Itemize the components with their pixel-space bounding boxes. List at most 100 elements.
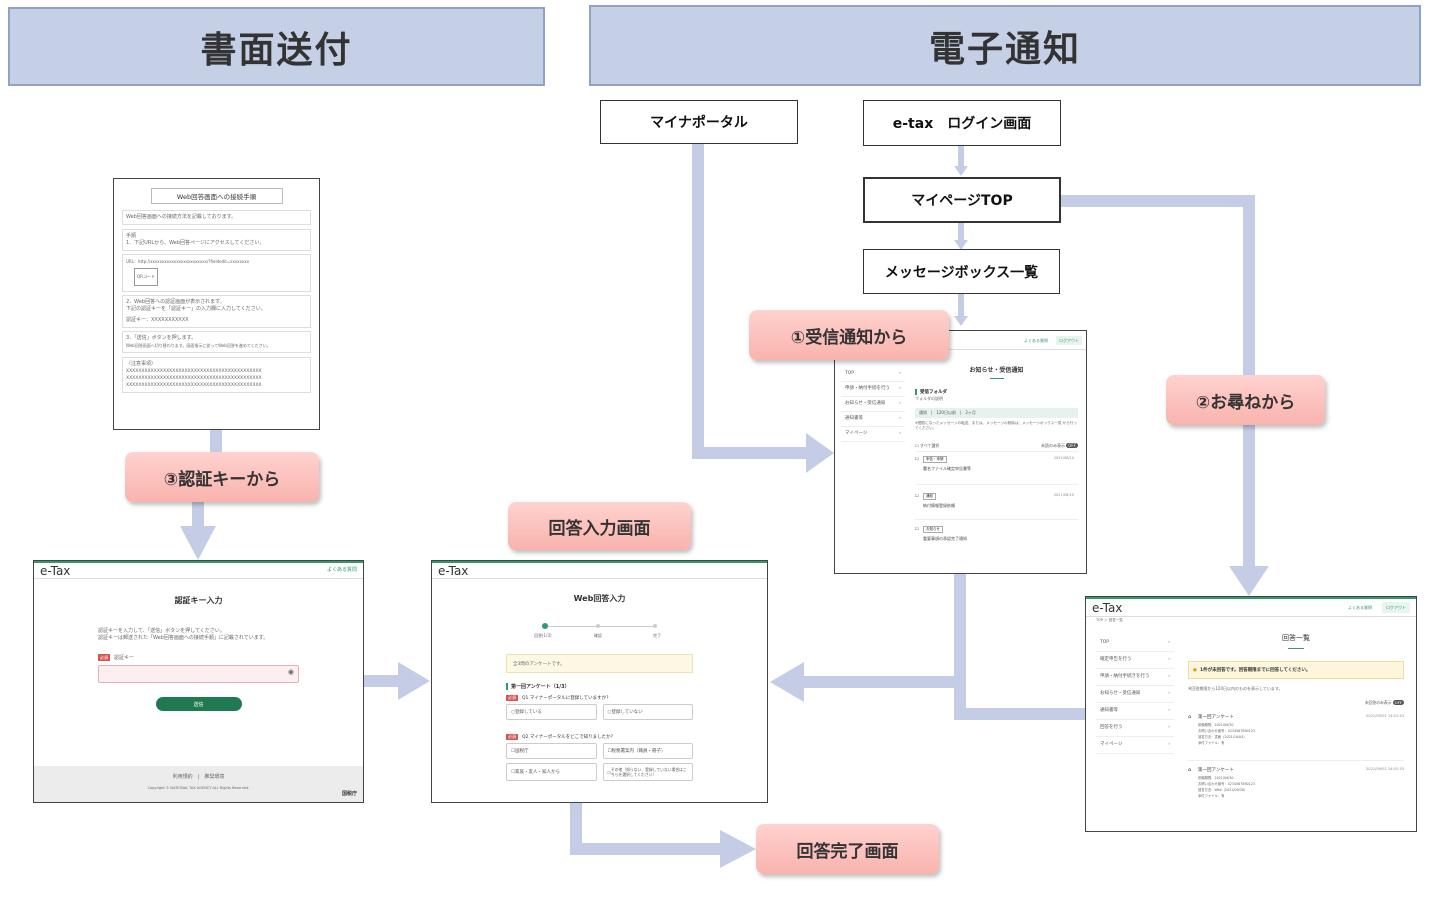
list-nav-item-5[interactable]: 回答を行う› [1096, 720, 1174, 737]
callout-answer-input-label: 回答入力画面 [548, 518, 651, 539]
progress-dot-3 [653, 624, 657, 628]
arrowhead-input-right [770, 662, 804, 702]
logout-button[interactable]: ログアウト [1056, 335, 1082, 345]
message-notice-screen: よくある質問 ログアウト TOP› 申請・納付手続を行う› お知らせ・受信通知›… [834, 330, 1087, 574]
row-checkbox-1[interactable]: ☐ [915, 493, 919, 498]
row-tag-2: お知らせ [923, 526, 943, 533]
node-etax-login-label: e-tax ログイン画面 [892, 116, 1032, 132]
arrow-input-to-complete [570, 803, 722, 855]
list-nav-item-1[interactable]: 確定申告を行う› [1096, 652, 1174, 669]
msg-nav-item-0[interactable]: TOP› [841, 367, 905, 382]
msg-title: お知らせ・受信通知 [969, 367, 1024, 374]
doc-step3b: Web回答画面へ切り替わります。画面指示に従ってWeb回答を進めてください。 [126, 343, 271, 348]
doc-step3: 3．「送信」ボタンを押します。 [126, 335, 197, 341]
list-nav-item-2[interactable]: 申請・納付手続きを行う› [1096, 669, 1174, 686]
arrowhead-auth-down [180, 526, 216, 560]
node-mypage-top: マイページTOP [863, 177, 1061, 223]
q2-options-row2: ☐ 家族・友人・知人から ☐ その他（知らない、登録していない場合はこちらを選択… [506, 763, 693, 781]
auth-field-label-row: 必須認証キー [98, 654, 299, 662]
logout-button[interactable]: ログアウト [1382, 602, 1410, 613]
unanswered-toggle-row[interactable]: 未回答のみ表示 OFF [1188, 700, 1404, 706]
doc-step2b: 下記の認証キーを「認証キー」の入力欄に入力してください。 [126, 306, 266, 312]
list-nav-item-6[interactable]: マイページ› [1096, 737, 1174, 754]
list-main: 回答一覧 ●1件が未回答です。回答期限までに回答してください。 ※回答期限から1… [1188, 633, 1404, 805]
msg-nav-item-2[interactable]: お知らせ・受信通知› [841, 397, 905, 412]
submit-button[interactable]: 送信 [155, 697, 242, 711]
faq-link[interactable]: よくある質問 [326, 567, 357, 573]
arrowhead-input-left [398, 662, 430, 700]
folder-tabs[interactable]: 通知 | 120日以前 | 2ヶ月 [915, 408, 1078, 418]
doc-step2-block: 2．Web回答への認証画面が表示されます。 下記の認証キーを「認証キー」の入力欄… [122, 295, 311, 328]
msg-row-0[interactable]: ☐ 申告・申請 署名ファイル確定申告書等 2021/08/10 [915, 452, 1078, 485]
doc-notes-heading: （注意事項） [126, 361, 157, 367]
unanswered-toggle[interactable]: OFF [1392, 700, 1404, 705]
warning-icon: ● [1193, 667, 1197, 673]
unanswered-alert-text: 1件が未回答です。回答期限までに回答してください。 [1199, 668, 1311, 673]
doc-url: URL：http://xxxxxxxxxxxxxxxxxxxxxxxx/?fie… [126, 259, 250, 264]
callout-from-inquiry: ②お尋ねから [1166, 375, 1325, 425]
row-text-1: 納付情報登録依頼 [923, 503, 955, 508]
folder-sub[interactable]: フォルダの説明 [915, 396, 943, 401]
list-nav-item-0[interactable]: TOP› [1096, 635, 1174, 652]
header-paper: 書面送付 [8, 7, 545, 86]
arrowhead-screen [954, 316, 968, 326]
q1-option-2[interactable]: ○ 登録していない [602, 704, 693, 720]
arrowhead-list [1229, 566, 1269, 596]
callout-from-inquiry-label: ②お尋ねから [1195, 392, 1296, 413]
msg-row-1[interactable]: ☐ 通知 納付情報登録依頼 2021/08/10 [915, 485, 1078, 520]
row-checkbox-2[interactable]: ☐ [915, 526, 919, 531]
lock-icon: ⌂ [1188, 767, 1192, 773]
list-topbar: e-Tax よくある質問 ログアウト [1086, 597, 1416, 617]
progress-step-1: 回答(1/3) [534, 633, 552, 638]
auth-field-label: 認証キー [114, 655, 135, 661]
msg-main: お知らせ・受信通知 受信フォルダ フォルダの説明 通知 | 120日以前 | 2… [915, 365, 1078, 550]
progress-steps: 回答(1/3) 確認 完了 [532, 616, 667, 646]
msg-nav-item-4[interactable]: マイページ› [841, 427, 905, 442]
select-all-checkbox[interactable]: ☐ すべて選択 [915, 443, 940, 448]
q2-option-4[interactable]: ☐ その他（知らない、登録していない場合はこちらを選択してください） [602, 763, 693, 781]
msg-row-2[interactable]: ☐ お知らせ 重要事項の承認完了通知 [915, 520, 1078, 550]
unread-toggle[interactable]: OFF [1066, 443, 1078, 448]
doc-url-block: URL：http://xxxxxxxxxxxxxxxxxxxxxxxx/?fie… [122, 254, 311, 292]
breadcrumb[interactable]: TOP ＞ 回答一覧 [1096, 618, 1123, 622]
agency-logo: 国税庁 [341, 791, 357, 797]
footer-links[interactable]: 利用規約 | 推奨環境 [172, 774, 225, 780]
section-title: 第一回アンケート（1/3） [506, 683, 693, 690]
msg-nav-item-1[interactable]: 申請・納付手続を行う› [841, 382, 905, 397]
node-message-box-label: メッセージボックス一覧 [884, 264, 1039, 281]
list-row-1[interactable]: ⌂ 第一回アンケート 2021/09/01 14:01:33 依頼期限：2021… [1188, 761, 1404, 805]
callout-from-key-label: ③認証キーから [163, 469, 281, 490]
unanswered-alert: ●1件が未回答です。回答期限までに回答してください。 [1188, 661, 1404, 679]
faq-link[interactable]: よくある質問 [1348, 605, 1372, 610]
progress-dot-1 [542, 623, 548, 629]
arrow-myna-to-messages [692, 143, 808, 459]
list-nav-item-3[interactable]: お知らせ・受信通知› [1096, 686, 1174, 703]
callout-answer-done-label: 回答完了画面 [796, 841, 899, 862]
q1-options: ○ 登録している ○ 登録していない [506, 704, 693, 720]
doc-step3-block: 3．「送信」ボタンを押します。 Web回答画面へ切り替わります。画面指示に従って… [122, 331, 311, 353]
header-digital-label: 電子通知 [928, 28, 1081, 70]
auth-key-input[interactable]: ◉ [98, 665, 299, 683]
msg-nav-item-3[interactable]: 通知書等› [841, 412, 905, 427]
answer-topbar: e-Tax [432, 561, 767, 579]
list-nav-item-4[interactable]: 通知書等› [1096, 703, 1174, 720]
callout-from-notice: ①受信通知から [749, 310, 949, 360]
row-checkbox-0[interactable]: ☐ [915, 456, 919, 461]
list-row-0[interactable]: ⌂ 第一回アンケート 2021/09/01 14:01:33 依頼期限：2021… [1188, 710, 1404, 761]
arrowhead-complete [720, 830, 756, 868]
q2-option-3[interactable]: ☐ 家族・友人・知人から [506, 763, 597, 781]
eye-toggle-icon[interactable]: ◉ [287, 668, 294, 676]
list-row-date-0: 2021/09/01 14:01:33 [1366, 714, 1404, 718]
q1-option-1[interactable]: ○ 登録している [506, 704, 597, 720]
q2-option-2[interactable]: ☐ 税務署案内（職員・冊子） [602, 743, 693, 759]
unread-toggle-row[interactable]: 未読のみ表示 OFF [1040, 443, 1078, 448]
doc-notes-line-1: XXXXXXXXXXXXXXXXXXXXXXXXXXXXXXXXXXXXXXXX… [126, 369, 262, 374]
node-message-box: メッセージボックス一覧 [863, 249, 1060, 294]
q2-option-1[interactable]: ☐ 国税庁 [506, 743, 597, 759]
list-title: 回答一覧 [1282, 634, 1310, 642]
doc-notes-block: （注意事項） XXXXXXXXXXXXXXXXXXXXXXXXXXXXXXXXX… [122, 357, 311, 393]
faq-link[interactable]: よくある質問 [1024, 337, 1048, 343]
required-badge: 必須 [98, 654, 110, 661]
